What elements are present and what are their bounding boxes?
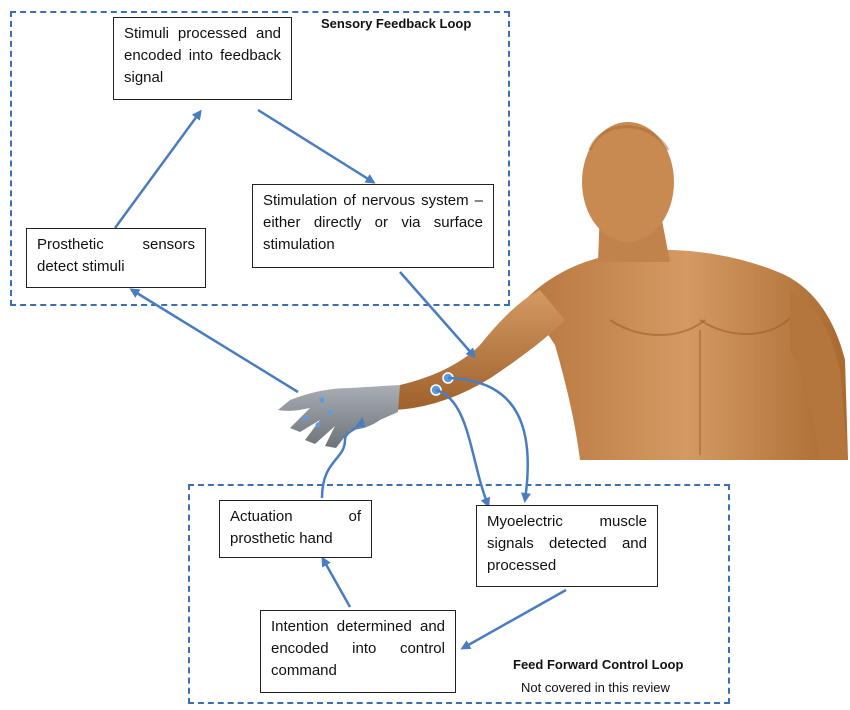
torso [525, 249, 848, 460]
arrow-sensors-to-processing [113, 109, 202, 229]
sensory-loop-title: Sensory Feedback Loop [321, 16, 472, 31]
node-myoelectric-signals: Myoelectric muscle signals detected and … [476, 505, 658, 587]
node-actuation: Actuation of prosthetic hand [219, 500, 372, 558]
node-stimulation-nervous-system: Stimulation of nervous system – either d… [252, 184, 494, 268]
node-intention-determined: Intention determined and encoded into co… [260, 610, 456, 693]
prosthetic-hand [278, 385, 400, 448]
node-prosthetic-sensors: Prosthetic sensors detect stimuli [26, 228, 206, 288]
sensory-feedback-loop [10, 11, 510, 306]
feedforward-loop-title: Feed Forward Control Loop [513, 657, 684, 672]
node-stimuli-processed: Stimuli processed and encoded into feedb… [113, 17, 292, 100]
arrow-actuation-to-hand [320, 417, 366, 499]
arrow-electrode-to-myoelectric-1 [447, 376, 531, 503]
arrow-intention-to-actuation [321, 556, 352, 608]
right-arm [790, 290, 848, 460]
arrow-hand-to-sensors [129, 288, 299, 394]
feed-forward-control-loop [188, 484, 730, 704]
head [582, 122, 674, 242]
arrow-electrode-to-myoelectric-2 [435, 388, 491, 508]
left-arm [395, 290, 565, 410]
feedforward-loop-note: Not covered in this review [521, 680, 670, 695]
arrow-myoelectric-to-intention [460, 588, 567, 650]
arrow-stimulation-to-arm [399, 271, 476, 359]
arrow-processing-to-stimulation [257, 108, 376, 184]
